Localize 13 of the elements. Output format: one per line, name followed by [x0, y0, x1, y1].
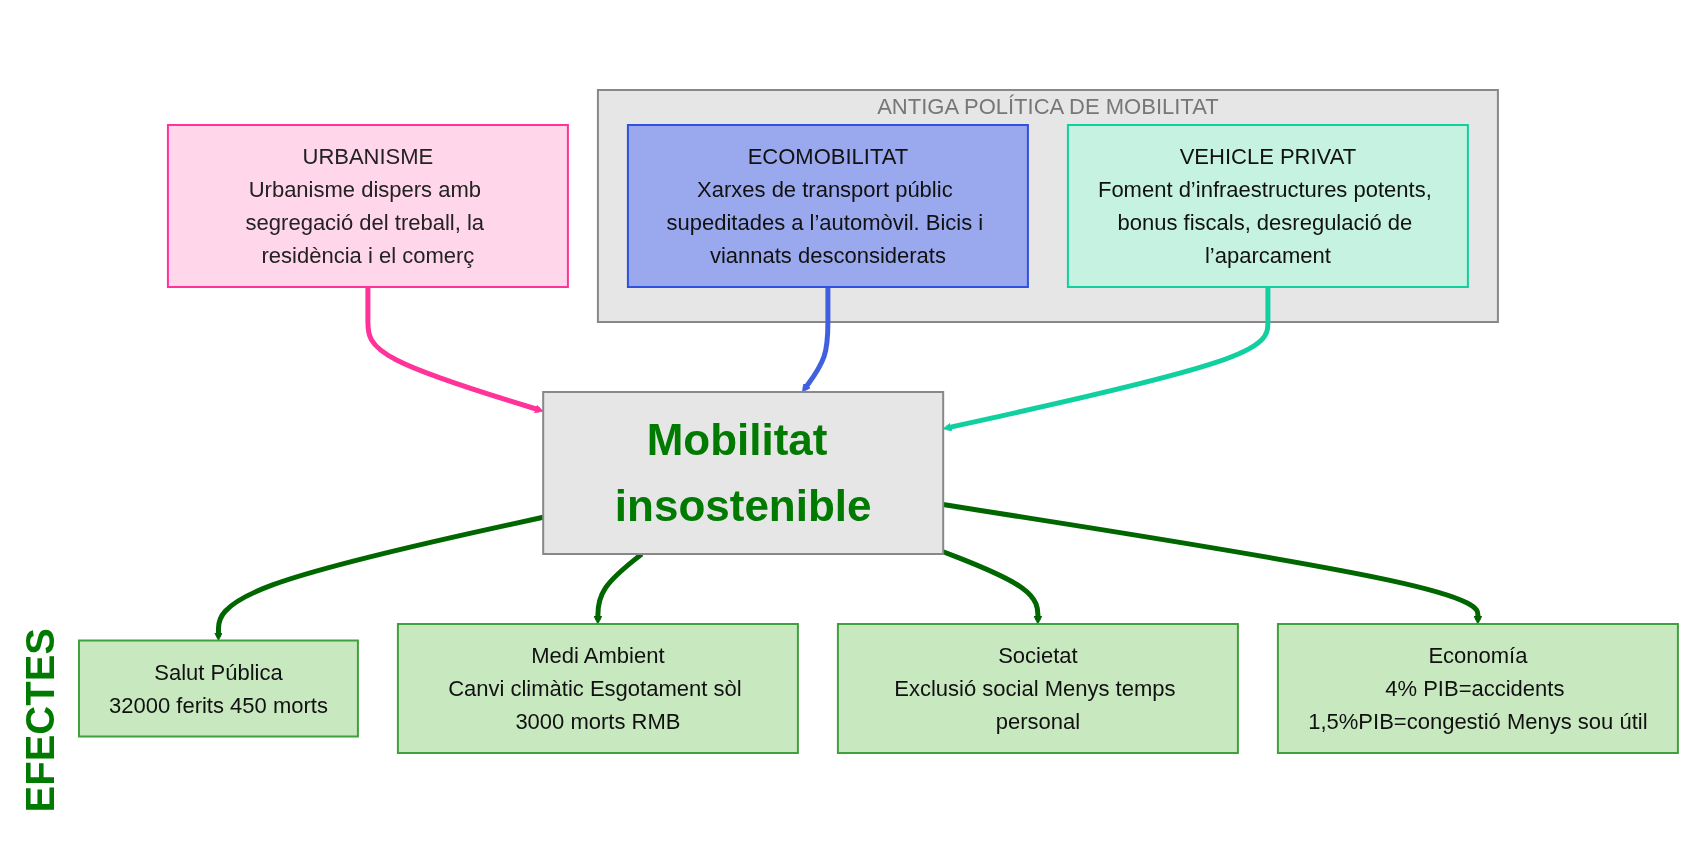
node-box: Salut Pública 32000 ferits 450 morts [77, 639, 359, 737]
node-box: VEHICLE PRIVAT Foment d’infraestructures potents, bonus fiscals, desregulació de l’aparcament [1066, 123, 1469, 288]
node-box: Medi Ambient Canvi climàtic Esgotament sòl 3000 morts RMB [396, 622, 799, 754]
side-label: EFECTES [17, 627, 63, 812]
node-box: ECOMOBILITAT Xarxes de transport públic supeditades a l’automòvil. Bicis i viannats desconsiderats [626, 123, 1029, 288]
arrow [942, 286, 1270, 431]
node-box: URBANISME Urbanisme dispers amb segregació del treball, la residència i el comerç [166, 123, 569, 288]
node-box: Economía 4% PIB=accidents 1,5%PIB=congestió Menys sou útil [1276, 622, 1679, 754]
arrow [801, 286, 830, 392]
arrow [941, 548, 1042, 624]
node-box: Mobilitat insostenible [541, 390, 944, 555]
node-box: Societat Exclusió social Menys temps personal [836, 622, 1239, 754]
arrow [942, 501, 1482, 624]
